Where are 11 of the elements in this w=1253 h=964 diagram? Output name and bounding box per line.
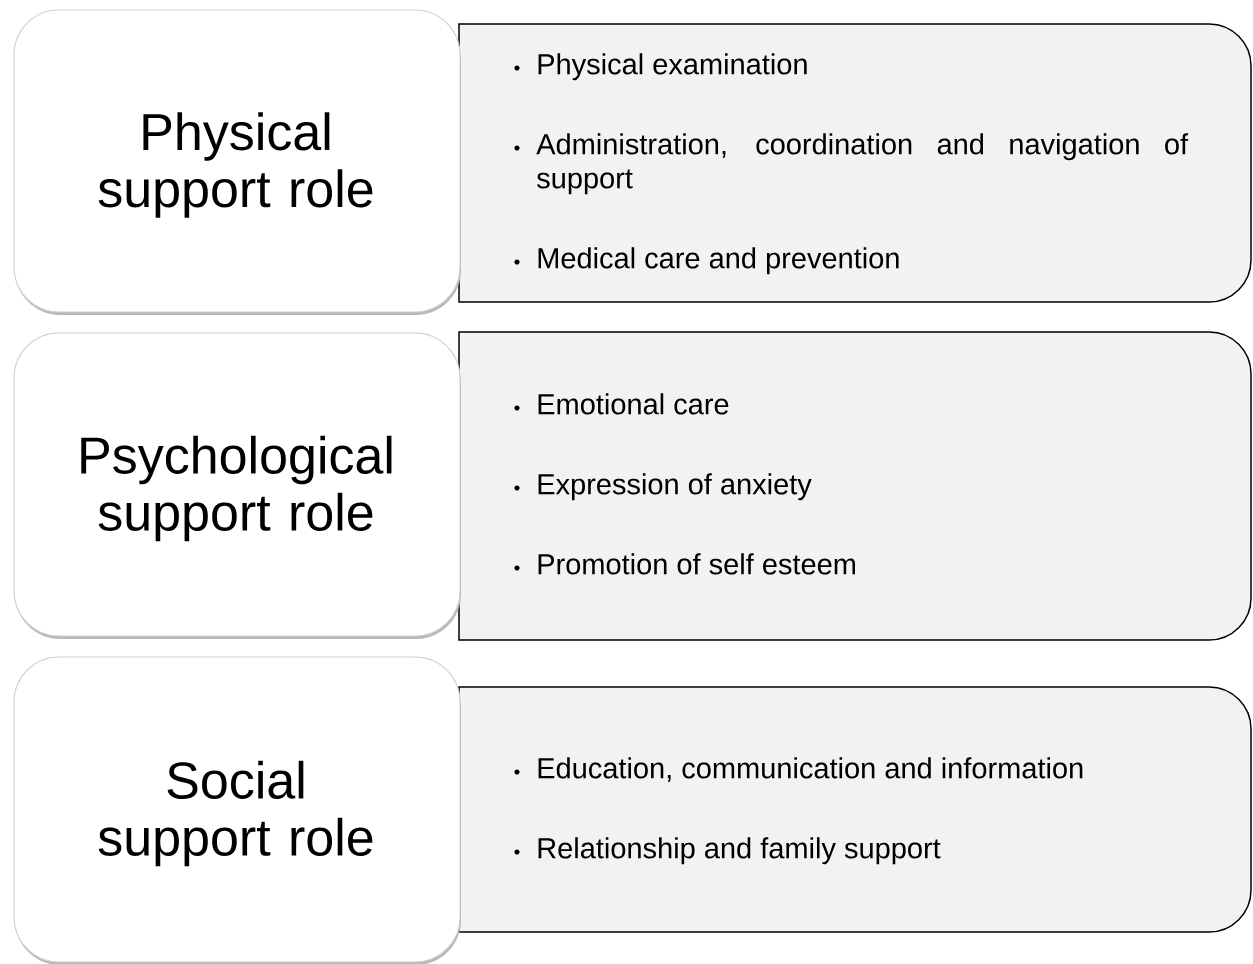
bullet-item: Relationship and family support [514,837,941,865]
bullet-item: Administration, coordination and navigation of support [514,133,1189,195]
bullet-item: Expression of anxiety [514,473,812,501]
bullet-item: Physical examination [514,53,807,81]
bullet-item: Emotional care [514,393,729,415]
role-title: Social support role [98,760,373,867]
bullet-item: Promotion of self esteem [514,553,855,575]
role-title: Psychological support role [81,435,392,542]
role-title: Physical support role [98,112,373,218]
bullet-item: Medical care and prevention [514,247,899,275]
bullet-item: Education, communication and information [514,757,1083,782]
